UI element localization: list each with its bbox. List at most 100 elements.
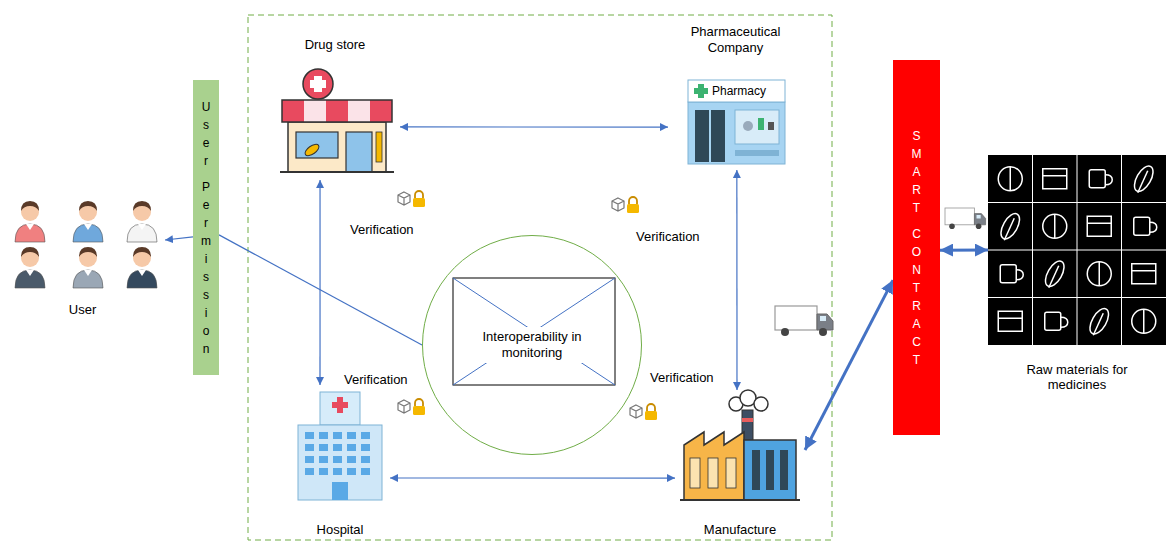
material-icon: [1087, 262, 1111, 286]
node-label: Interoperability in monitoring: [463, 327, 601, 362]
material-icon: [1042, 258, 1068, 289]
node-label: Hospital: [315, 520, 366, 540]
hospital-icon-part: [298, 425, 382, 500]
drug-store-icon-part: [296, 132, 338, 158]
drug-store-icon-part: [348, 100, 370, 122]
user-group-node: User: [0, 195, 165, 320]
factory-icon-part: [708, 458, 718, 488]
factory-icon-part: [726, 458, 736, 488]
raw-materials-grid-part: [988, 155, 1166, 345]
material-icon: [1089, 170, 1112, 188]
raw-materials-node: Raw materials for medicines: [988, 155, 1166, 395]
drug-store-icon-part: [304, 100, 326, 122]
user-icons-part: [127, 201, 157, 242]
cube-lock-icon-part: [612, 197, 639, 213]
drug-store-icon-part: [310, 76, 326, 92]
drug-store-icon-part: [346, 132, 372, 172]
drug-store-icon-part: [303, 142, 321, 158]
drug-store-icon-part: [282, 100, 304, 122]
connector-line: [319, 180, 320, 385]
smart-contract-band: SMART CONTRACT: [893, 60, 940, 435]
user-icons-part: [15, 201, 45, 242]
drug-store-icon-part: [376, 132, 382, 162]
material-icon: [998, 311, 1022, 331]
sign-text: Pharmacy: [712, 84, 766, 98]
material-icon: [997, 211, 1023, 242]
user-icons: [15, 201, 157, 288]
drug-store-icon-part: [280, 171, 394, 173]
pharmacy-building-icon-part: [743, 121, 753, 131]
cube-lock-icon-part: [630, 404, 657, 420]
connector-line: [390, 477, 675, 478]
factory-icon-part: [690, 458, 700, 488]
pharmacy-building-icon-part: [735, 110, 779, 144]
grid-line: [988, 297, 1166, 298]
connector-line: [736, 170, 737, 390]
pharmacy-building-icon-part: [768, 122, 774, 130]
hospital-icon: [298, 392, 382, 500]
grid-line: [1121, 155, 1122, 345]
drug-store-icon-part: [303, 69, 333, 99]
material-icon: [1043, 169, 1067, 189]
pharmacy-building-icon-part: [694, 84, 708, 98]
factory-icon-part: [754, 397, 768, 411]
hospital-icon-part: [332, 397, 348, 413]
monitoring-box-part: [453, 278, 615, 385]
user-icons-part: [73, 201, 103, 242]
band-label: SMART CONTRACT: [911, 127, 923, 369]
cube-lock-icon-part: [398, 399, 425, 415]
drug-store-icon-part: [282, 100, 392, 122]
factory-icon: [680, 390, 800, 500]
thick-arrow: [805, 280, 893, 450]
hospital-icon-part: [320, 392, 360, 425]
user-icons-part: [15, 247, 45, 288]
connector-line: [165, 237, 193, 240]
factory-icon-part: [684, 432, 744, 500]
region-frame: [248, 15, 832, 540]
hospital-node: Hospital: [290, 385, 390, 540]
connector-line: [400, 126, 668, 127]
material-icon: [1086, 306, 1112, 337]
verification-label: Verification: [350, 222, 414, 238]
raw-materials-grid: [988, 155, 1166, 345]
factory-icon-part: [780, 450, 788, 490]
drug-store-icon-part: [370, 100, 392, 122]
factory-icon-part: [742, 418, 753, 422]
material-icon: [1087, 216, 1111, 236]
pharmacy-building-icon-part: [735, 150, 779, 156]
user-icons-part: [127, 247, 157, 288]
pharmacy-building-icon-part: [688, 102, 785, 164]
hospital-icon-part: [332, 482, 348, 500]
node-label: Manufacture: [702, 520, 778, 540]
verification-label: Verification: [636, 229, 700, 245]
hospital-icon-part: [305, 432, 375, 478]
verification-label: Verification: [344, 372, 408, 388]
factory-icon-part: [680, 499, 800, 501]
verification-label: Verification: [650, 370, 714, 386]
pharmacy-building-icon-part: [695, 110, 709, 162]
pharmacy-building-icon-part: [688, 80, 785, 102]
permission-band: User Permission: [193, 80, 219, 375]
node-label: User: [67, 300, 98, 320]
interoperability-circle: Interoperability in monitoring: [422, 235, 642, 455]
material-icon: [1043, 214, 1067, 238]
drug-store-icon-part: [326, 100, 348, 122]
material-icon: [1132, 309, 1156, 333]
truck-icon-part: [775, 306, 833, 336]
grid-line: [988, 250, 1166, 251]
drug-store-icon-part: [288, 122, 386, 172]
monitoring-box-part: [453, 278, 615, 385]
thick-arrow: [940, 249, 988, 252]
material-icon: [1134, 217, 1157, 235]
material-icon: [1132, 264, 1156, 284]
node-label: Pharmaceutical Company: [678, 22, 794, 57]
pharmacy-building-icon-part: [711, 110, 725, 162]
node-label: Raw materials for medicines: [1013, 360, 1142, 395]
cube-lock-icon-part: [398, 191, 425, 207]
drug-store-node: Drug store: [270, 35, 400, 180]
truck-icon: [775, 208, 986, 336]
monitoring-box-part: [453, 278, 615, 385]
factory-icon-part: [744, 440, 796, 500]
